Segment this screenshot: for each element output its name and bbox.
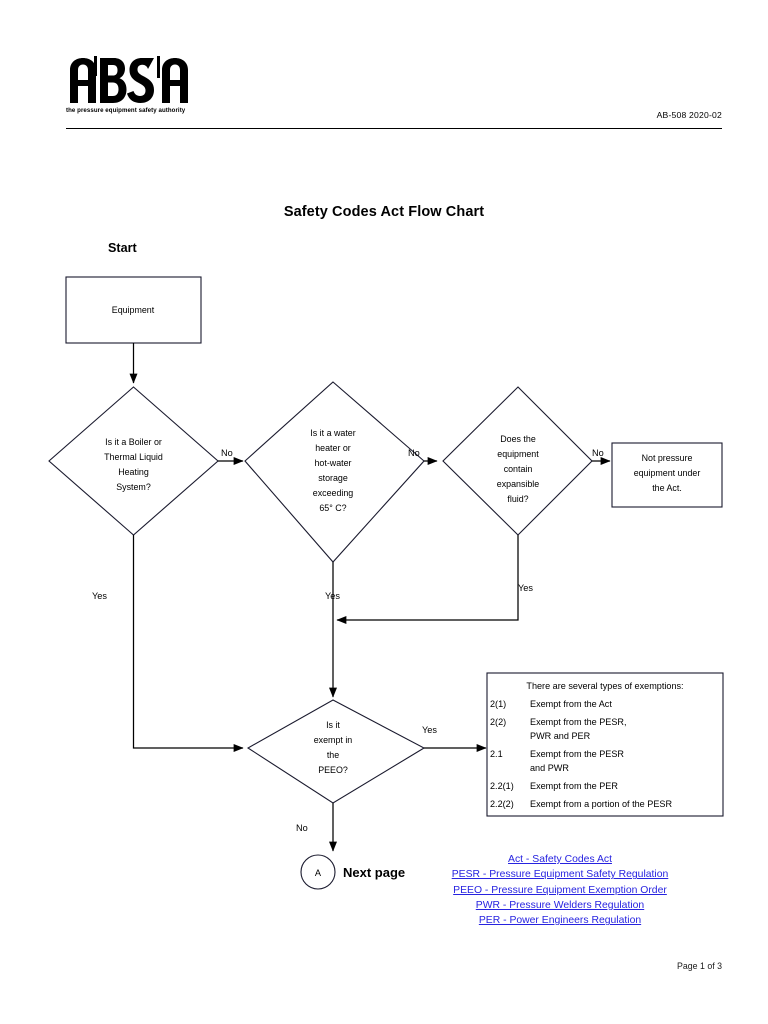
page-footer: Page 1 of 3 (677, 961, 722, 971)
node-q1-line-1: Thermal Liquid (104, 452, 163, 462)
exemption-text-4: and PWR (530, 763, 569, 773)
exemption-text-0: Exempt from the Act (530, 699, 612, 709)
node-q1-line-0: Is it a Boiler or (105, 437, 162, 447)
node-q2-line-2: hot-water (315, 458, 352, 468)
node-q3-line-4: fluid? (507, 494, 528, 504)
node-q1-line-3: System? (116, 482, 151, 492)
edge-label-yes3: Yes (518, 583, 533, 593)
node-connector-a (300, 854, 336, 890)
exemptions-heading: There are several types of exemptions: (526, 681, 683, 691)
link-pwr[interactable]: PWR - Pressure Welders Regulation (475, 899, 645, 911)
absa-logo-mark (70, 56, 188, 103)
link-pesr[interactable]: PESR - Pressure Equipment Safety Regulat… (451, 869, 669, 881)
absa-logo: the pressure equipment safety authority (66, 56, 226, 114)
node-q1-line-2: Heating (118, 467, 149, 477)
edge-label-no1: No (221, 448, 233, 458)
exemption-text-1: Exempt from the PESR, (530, 717, 627, 727)
node-equipment-label: Equipment (112, 305, 155, 315)
page-header: the pressure equipment safety authority … (0, 0, 768, 132)
node-q2 (244, 381, 425, 563)
page-title: Safety Codes Act Flow Chart (283, 204, 485, 220)
regulation-links: Act - Safety Codes Act PESR - Pressure E… (400, 852, 720, 928)
node-q3-line-2: contain (504, 464, 533, 474)
exemption-text-3: Exempt from the PESR (530, 749, 624, 759)
exemptions-box (486, 672, 724, 817)
node-equipment (65, 276, 202, 344)
start-label: Start (108, 241, 137, 255)
edge-q1-yes (132, 535, 244, 752)
node-not-pressure-equipment (611, 442, 723, 508)
exemption-code-0: 2(1) (490, 699, 506, 709)
node-q3-line-3: expansible (497, 479, 539, 489)
edge-label-no2: No (408, 448, 420, 458)
node-q3 (442, 386, 593, 536)
node-not-pressure-line-0: Not pressure (642, 453, 693, 463)
link-act[interactable]: Act - Safety Codes Act (508, 854, 612, 865)
header-divider (66, 128, 722, 129)
link-peeo[interactable]: PEEO - Pressure Equipment Exemption Orde… (453, 884, 667, 896)
node-q2-line-1: heater or (315, 443, 351, 453)
node-not-pressure-line-2: the Act. (652, 483, 682, 493)
node-q3-line-0: Does the (500, 434, 536, 444)
node-q2-line-3: storage (318, 473, 348, 483)
edge-label-yes4: Yes (422, 725, 437, 735)
exemption-text-5: Exempt from the PER (530, 781, 618, 791)
node-q2-line-0: Is it a water (310, 428, 355, 438)
node-q4-line-2: the (327, 750, 339, 760)
next-page-label: Next page (343, 865, 405, 880)
node-not-pressure-line-1: equipment under (634, 468, 701, 478)
exemption-text-2: PWR and PER (530, 731, 591, 741)
exemption-code-3: 2.1 (490, 749, 503, 759)
node-q3-line-1: equipment (497, 449, 539, 459)
exemption-text-6: Exempt from a portion of the PESR (530, 799, 672, 809)
node-q4-line-1: exempt in (314, 735, 353, 745)
node-q4-line-0: Is it (326, 720, 340, 730)
node-q4-line-3: PEEO? (318, 765, 348, 775)
node-q2-line-5: 65° C? (319, 503, 346, 513)
link-per[interactable]: PER - Power Engineers Regulation (478, 915, 642, 927)
edge-label-no3: No (592, 448, 604, 458)
document-code: AB-508 2020-02 (656, 110, 722, 120)
logo-tagline: the pressure equipment safety authority (66, 107, 186, 114)
node-connector-a-label: A (315, 868, 322, 878)
node-q2-line-4: exceeding (313, 488, 354, 498)
edge-label-yes1: Yes (92, 591, 107, 601)
exemption-code-1: 2(2) (490, 717, 506, 727)
edge-label-no4: No (296, 823, 308, 833)
exemption-code-5: 2.2(1) (490, 781, 514, 791)
edge-q3-yes (336, 535, 519, 625)
edge-label-yes2: Yes (325, 591, 340, 601)
exemption-code-6: 2.2(2) (490, 799, 514, 809)
